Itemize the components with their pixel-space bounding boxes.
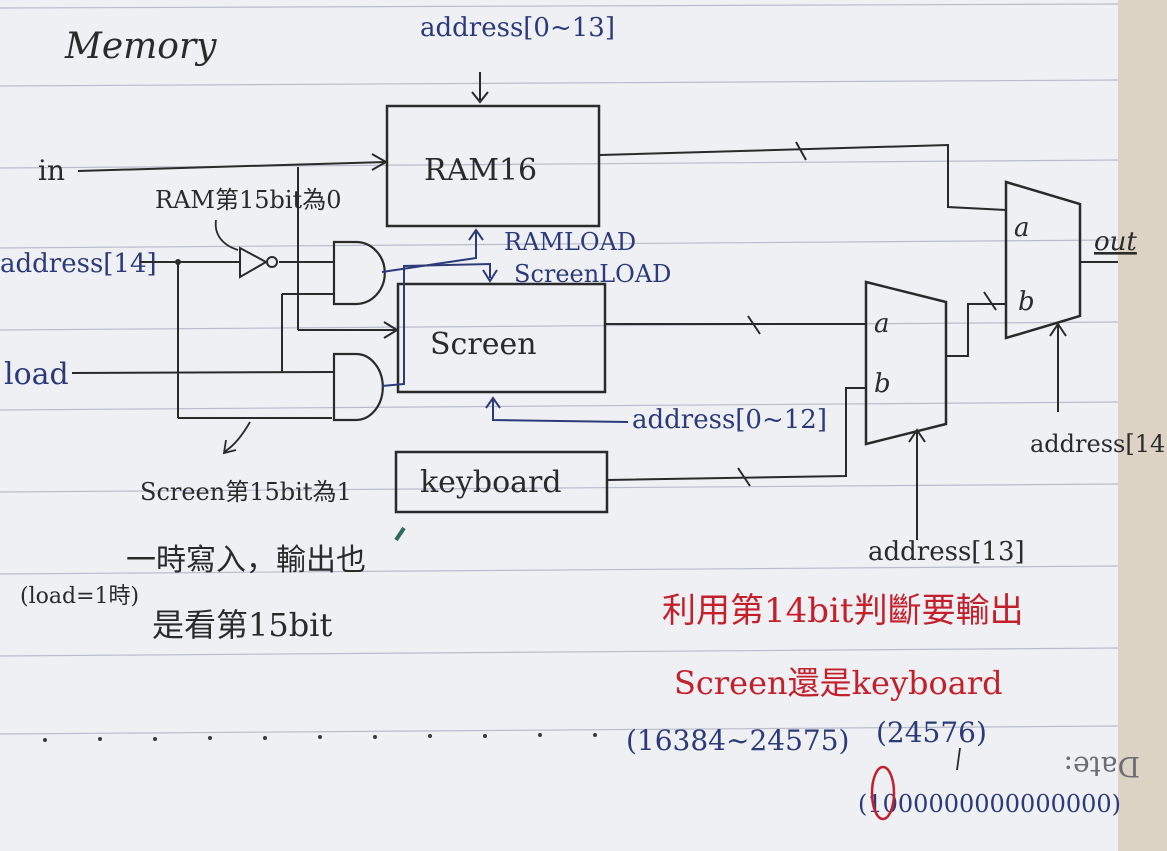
date-label: Date: bbox=[1064, 750, 1140, 783]
screen-range-note: (16384~24575) bbox=[626, 724, 849, 757]
screen-address-wire bbox=[492, 400, 629, 423]
screen-address-label: address[0~12] bbox=[632, 405, 827, 435]
input-address14-label: address[14] bbox=[0, 249, 157, 279]
mux1-port-b: b bbox=[874, 369, 891, 399]
desk-edge bbox=[1118, 0, 1167, 851]
screen-label: Screen bbox=[430, 327, 537, 362]
and-gate-ram bbox=[332, 240, 386, 306]
dotted-guide bbox=[43, 733, 597, 742]
keyboard-label: keyboard bbox=[420, 465, 562, 500]
mux1-select-wire bbox=[908, 428, 926, 540]
page-title: Memory bbox=[64, 26, 217, 67]
mux-screen-keyboard bbox=[864, 280, 948, 446]
not-gate-bubble bbox=[266, 256, 278, 268]
load-condition-note: (load=1時) bbox=[20, 584, 139, 609]
in-wires bbox=[77, 153, 399, 339]
write-note-line1: 一時寫入，輸出也 bbox=[126, 543, 366, 578]
pen-mark bbox=[394, 526, 406, 542]
mux2-select-label: address[14] bbox=[1030, 430, 1167, 458]
ram16-label: RAM16 bbox=[424, 153, 537, 188]
mux2-select-wire bbox=[1049, 322, 1067, 412]
screen-output-wire bbox=[606, 315, 866, 335]
mux1-to-mux2-wire bbox=[946, 303, 1006, 357]
keyboard-range-note: (24576) bbox=[876, 716, 987, 749]
red-circle-mark bbox=[870, 765, 896, 821]
address14-wires bbox=[140, 261, 334, 419]
range-pointer bbox=[956, 747, 961, 771]
screen-condition-note: Screen第15bit為1 bbox=[140, 478, 352, 506]
mux1-port-a: a bbox=[874, 309, 890, 339]
write-note-line2: 是看第15bit bbox=[152, 606, 332, 644]
not-gate bbox=[239, 246, 269, 279]
ram-condition-pointer bbox=[214, 219, 239, 251]
red-note-line1: 利用第14bit判斷要輸出 bbox=[662, 591, 1024, 631]
ram-load-label: RAMLOAD bbox=[504, 228, 636, 256]
ram-condition-note: RAM第15bit為0 bbox=[155, 186, 341, 214]
ram16-block bbox=[385, 104, 601, 228]
input-in-label: in bbox=[38, 154, 65, 187]
mux1-select-label: address[13] bbox=[868, 537, 1025, 567]
load-wires bbox=[71, 293, 335, 374]
ram-address-arrowhead bbox=[471, 91, 489, 104]
binary-note: (1000000000000000) bbox=[858, 790, 1121, 818]
screen-address-arrowhead bbox=[485, 396, 501, 409]
input-load-label: load bbox=[4, 357, 69, 392]
screen-load-label: ScreenLOAD bbox=[514, 260, 671, 288]
screen-condition-pointer bbox=[222, 421, 251, 455]
and-gate-screen bbox=[332, 352, 384, 422]
address14-junction bbox=[175, 259, 181, 265]
mux1-to-mux2-bus-mark bbox=[983, 291, 997, 311]
screen-block bbox=[396, 282, 607, 394]
ram-output-wire bbox=[599, 141, 1007, 211]
keyboard-output-wire bbox=[607, 387, 866, 487]
ram-address-label: address[0~13] bbox=[420, 13, 615, 43]
mux2-port-a: a bbox=[1014, 213, 1030, 243]
output-label: out bbox=[1094, 227, 1137, 257]
mux2-port-b: b bbox=[1018, 287, 1035, 317]
load-signal-wires bbox=[381, 228, 498, 387]
keyboard-block bbox=[394, 450, 609, 514]
red-note-line2: Screen還是keyboard bbox=[674, 664, 1003, 702]
mux-final bbox=[1004, 180, 1082, 340]
ruled-lines bbox=[0, 3, 1119, 735]
